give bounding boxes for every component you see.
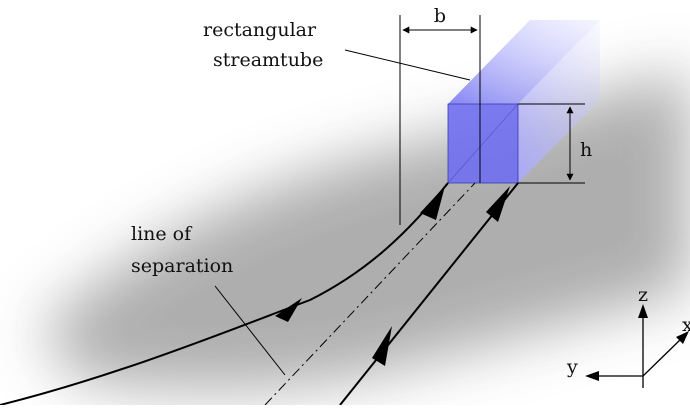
- streamtube-top-face: [448, 20, 600, 104]
- z-axis-arrow: [638, 304, 648, 318]
- streamtube-label-line1: rectangular: [203, 19, 317, 41]
- x-axis: [642, 337, 683, 377]
- x-axis-arrow: [676, 331, 689, 344]
- separation-label-line2: separation: [131, 255, 233, 277]
- x-axis-label: x: [682, 314, 690, 336]
- width-dimension: b: [399, 5, 481, 225]
- separation-leader-line: [214, 285, 286, 376]
- z-axis-label: z: [638, 284, 648, 306]
- streamline-left-arrow-1: [275, 298, 302, 322]
- streamline-right-arrow-2: [486, 186, 510, 222]
- rectangular-streamtube: [447, 20, 600, 184]
- streamtube-label-line2: streamtube: [213, 49, 323, 71]
- separation-label-line1: line of: [131, 223, 193, 245]
- height-dimension: h: [518, 103, 592, 184]
- streamline-right-arrow-1: [372, 326, 392, 366]
- streamline-right: [339, 182, 519, 406]
- line-of-separation: [264, 182, 476, 406]
- streamlines: [0, 182, 519, 406]
- streamtube-label: rectangular streamtube: [203, 19, 471, 81]
- y-axis-label: y: [566, 356, 578, 378]
- streamtube-leader-line: [344, 49, 471, 81]
- separation-label: line of separation: [131, 223, 286, 376]
- coordinate-axes: z y x: [566, 284, 690, 388]
- streamline-left-arrow-2: [420, 186, 445, 220]
- width-label: b: [434, 5, 446, 27]
- height-label: h: [580, 139, 592, 161]
- streamtube-side-face: [518, 20, 600, 183]
- y-axis-arrow: [585, 371, 599, 381]
